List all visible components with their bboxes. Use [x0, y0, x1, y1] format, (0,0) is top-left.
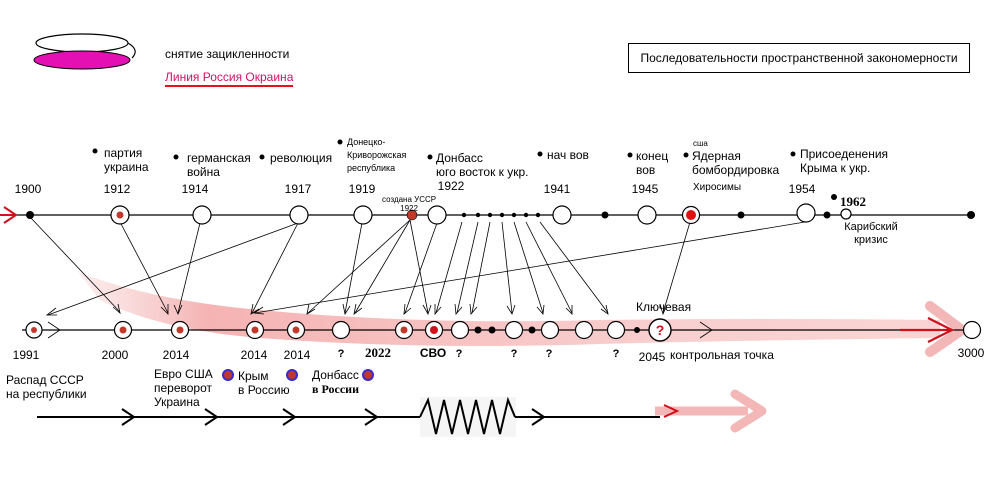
node-1914	[192, 205, 212, 225]
node-1919	[353, 205, 373, 225]
spring-shadow	[420, 397, 516, 437]
event-donbass: Донбасс юго восток к укр.	[436, 151, 529, 179]
node-q2	[450, 320, 470, 340]
year-2045: 2045	[638, 350, 666, 364]
event-ussr-collapse: Распад СССР на республики	[6, 373, 87, 401]
mapping-arrowheads	[45, 303, 668, 316]
question-4: ?	[545, 348, 553, 360]
node-1954	[796, 203, 816, 223]
node-1945	[637, 205, 657, 225]
question-2: ?	[455, 348, 463, 360]
year-1991: 1991	[12, 348, 40, 362]
event-donetsk-republic: Донецко- Криворожская республика	[347, 137, 407, 173]
event-ussr-created: создана УССР 1922	[382, 195, 437, 213]
event-caribbean-crisis: Карибский кризис	[844, 221, 898, 246]
legend-item-line-text: Линия Россия Окраина	[165, 70, 294, 87]
top-nodes	[26, 139, 975, 225]
node-q5	[606, 320, 626, 340]
event-german-war: германская война	[187, 151, 251, 179]
event-revolution: революция	[270, 151, 333, 165]
year-1941: 1941	[543, 182, 571, 196]
node-q3	[504, 320, 524, 340]
question-1: ?	[337, 348, 345, 360]
node-1917	[289, 205, 309, 225]
node-1962	[840, 208, 852, 220]
event-donbass-russia: Донбасс в России	[312, 368, 359, 396]
event-crimea-to-ukraine: Присоеденения Крыма к укр.	[800, 147, 889, 175]
key-point-label: Ключевая	[636, 300, 692, 314]
question-5: ?	[612, 348, 620, 360]
event-crimea-russia: Крым в Россию	[238, 369, 290, 397]
loop-icon	[33, 33, 136, 70]
year-1962: 1962	[840, 194, 866, 209]
control-point-label: контрольная точка	[670, 348, 774, 362]
year-2022: 2022	[365, 345, 391, 360]
event-euro-usa: Евро США переворот Украина	[154, 367, 213, 409]
mapping-arrows	[29, 216, 806, 316]
svo-label: СВО	[419, 346, 447, 360]
year-2014a: 2014	[162, 348, 190, 362]
event-war-end: конец вов	[636, 149, 669, 177]
year-1917: 1917	[284, 182, 312, 196]
year-2014c: 2014	[283, 348, 311, 362]
year-1912: 1912	[103, 182, 131, 196]
event-hiroshima: Хиросимы	[693, 182, 742, 193]
question-3: ?	[510, 348, 518, 360]
year-1900: 1900	[14, 182, 42, 196]
progress-arrow-line	[37, 396, 660, 435]
legend-item-unloop: снятие зацикленности	[165, 47, 290, 61]
year-1954: 1954	[788, 182, 816, 196]
event-nuclear: Ядерная бомбордировка	[692, 149, 780, 177]
node-1900	[26, 211, 34, 219]
svg-text:?: ?	[656, 322, 665, 338]
event-usa: сша	[693, 139, 708, 148]
year-1945: 1945	[631, 182, 659, 196]
legend-item-line: Линия Россия Окраина	[165, 70, 294, 87]
year-1914: 1914	[181, 182, 209, 196]
year-2000: 2000	[101, 348, 129, 362]
year-1919: 1919	[348, 182, 376, 196]
node-key-2045	[648, 318, 672, 342]
node-3000	[962, 320, 982, 340]
event-war-start: нач вов	[547, 148, 589, 162]
event-party-ukraine: партия украина	[104, 146, 149, 174]
node-q4	[540, 320, 560, 340]
bottom-nodes	[25, 318, 982, 381]
year-3000: 3000	[957, 346, 985, 360]
year-2014b: 2014	[240, 348, 268, 362]
node-q1	[331, 320, 351, 340]
node-1941	[552, 205, 572, 225]
node-ussr-1922	[406, 209, 418, 221]
spring	[419, 396, 516, 435]
year-1922: 1922	[437, 179, 465, 193]
future-arrow	[655, 389, 767, 433]
title-box: Последовательности пространственной зако…	[628, 43, 970, 73]
node-1922	[427, 205, 447, 225]
